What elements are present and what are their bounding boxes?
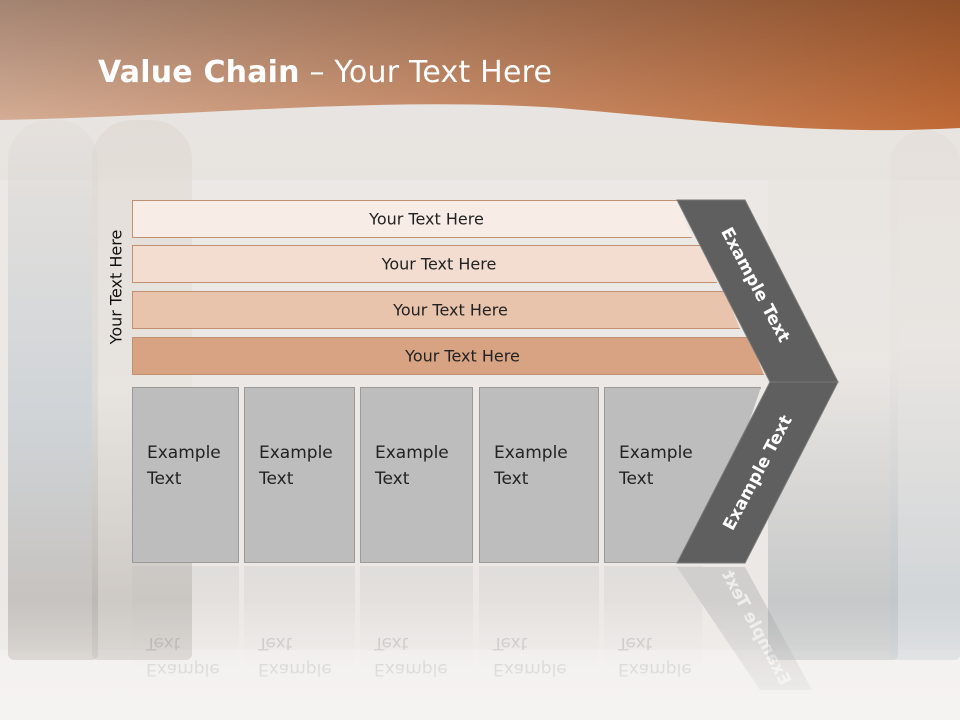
bar-3: Your Text Here xyxy=(132,291,740,329)
bottom-fade xyxy=(0,600,960,720)
bar-2: Your Text Here xyxy=(132,245,717,283)
slide-title: Value Chain – Your Text Here xyxy=(98,55,552,90)
background-person-left xyxy=(8,120,98,660)
slide-title-rest: – Your Text Here xyxy=(299,55,553,90)
bar-2-label: Your Text Here xyxy=(381,254,497,274)
title-band xyxy=(0,0,960,131)
bar-4: Your Text Here xyxy=(132,337,764,375)
chevron-arrow-bottom xyxy=(676,381,839,564)
bar-4-label: Your Text Here xyxy=(405,346,520,366)
background-person-right-2 xyxy=(890,130,960,660)
slide-title-bold: Value Chain xyxy=(98,55,300,90)
bar-1-label: Your Text Here xyxy=(369,209,484,229)
bar-1: Your Text Here xyxy=(132,200,692,238)
bar-3-label: Your Text Here xyxy=(393,300,508,320)
